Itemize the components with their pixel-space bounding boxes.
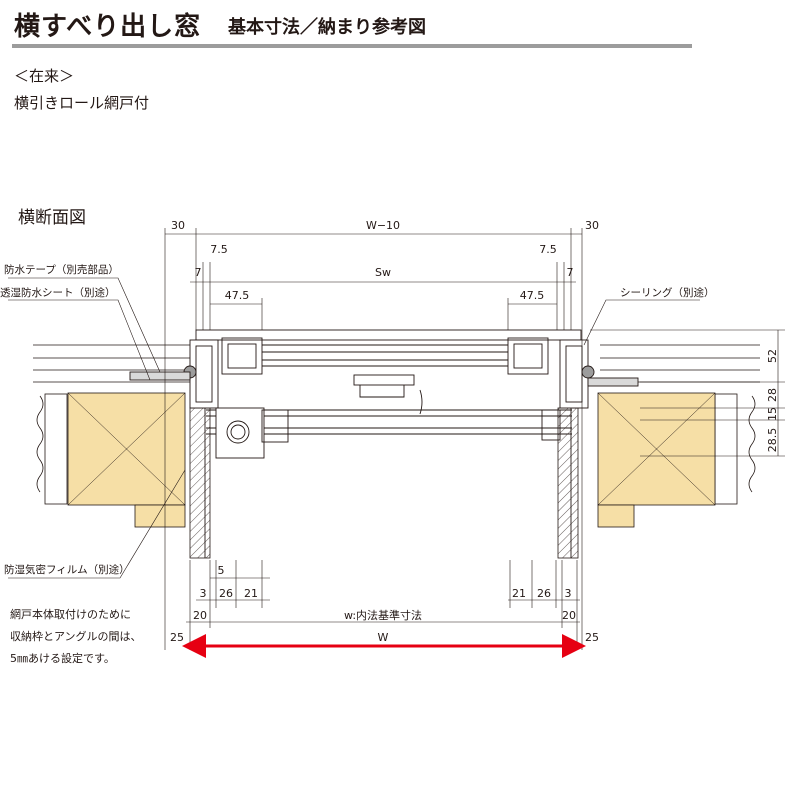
dim-right-7-5: 7.5: [539, 243, 557, 256]
dim-b26-left: 26: [219, 587, 233, 600]
dim-r15: 15: [766, 407, 779, 421]
note-line-2: 収納枠とアングルの間は、: [10, 630, 142, 643]
label-sealing: シーリング（別途）: [620, 286, 715, 299]
left-interior-trim: [189, 407, 211, 559]
dim-b20-left: 20: [193, 609, 207, 622]
leader-lines: [8, 277, 700, 579]
label-moisture-sheet: 透湿防水シート（別途）: [0, 286, 116, 299]
dim-b21-left: 21: [244, 587, 258, 600]
right-interior-trim: [557, 407, 579, 559]
dim-inner-w: w:内法基準寸法: [344, 608, 422, 622]
section-title: 横断面図: [18, 208, 86, 228]
label-vapor-film: 防湿気密フィルム（別途）: [4, 563, 130, 576]
dim-b21-right: 21: [512, 587, 526, 600]
dim-left-7-5: 7.5: [210, 243, 228, 256]
right-wall: [557, 344, 760, 559]
dim-left-7: 7: [195, 266, 202, 279]
dim-b25-right: 25: [585, 631, 599, 644]
page-subtitle: 基本寸法／納まり参考図: [228, 17, 426, 38]
dim-right-47-5: 47.5: [520, 289, 545, 302]
dim-top-left-30: 30: [171, 219, 185, 232]
dim-b3-right: 3: [565, 587, 572, 600]
dim-left-47-5: 47.5: [225, 289, 250, 302]
dim-w: W: [378, 631, 389, 644]
dim-r52: 52: [766, 349, 779, 363]
dim-b20-right: 20: [562, 609, 576, 622]
dim-r28: 28: [766, 388, 779, 402]
product-label: 横引きロール網戸付: [14, 94, 150, 112]
dim-b25-left: 25: [170, 631, 184, 644]
page-title: 横すべり出し窓: [14, 12, 202, 42]
window-frame: [129, 329, 639, 558]
dim-sw: Sw: [375, 266, 391, 279]
dim-top-right-30: 30: [585, 219, 599, 232]
dimension-lines: [164, 228, 785, 650]
dim-top-w10: W−10: [366, 219, 400, 232]
dim-right-7: 7: [567, 266, 574, 279]
note-line-1: 網戸本体取付けのために: [10, 608, 131, 621]
header-divider: [12, 44, 692, 48]
label-waterproof-tape: 防水テープ（別売部品）: [4, 263, 119, 276]
note-line-3: 5㎜あける設定です。: [10, 652, 115, 665]
dim-b26-right: 26: [537, 587, 551, 600]
dim-r28-5: 28.5: [766, 428, 779, 453]
dim-b5: 5: [218, 564, 225, 577]
category-label: ＜在来＞: [14, 67, 75, 85]
dim-b3-left: 3: [200, 587, 207, 600]
